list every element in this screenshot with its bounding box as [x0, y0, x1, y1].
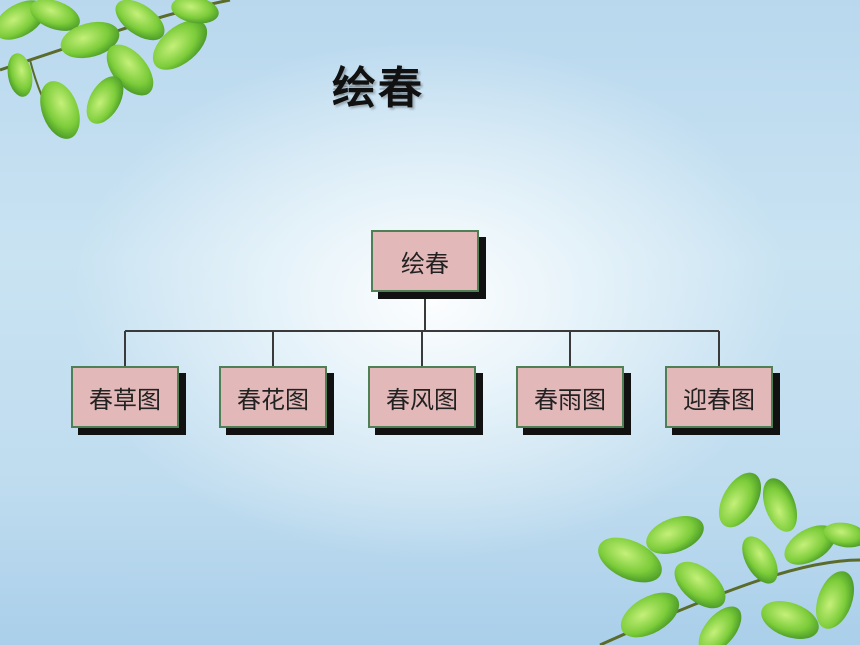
diagram-child-node-1: 春草图 — [71, 366, 179, 428]
diagram-child-node-4: 春雨图 — [516, 366, 624, 428]
diagram-child-node-3: 春风图 — [368, 366, 476, 428]
diagram-root-node: 绘春 — [371, 230, 479, 292]
slide-title: 绘春 — [332, 63, 424, 114]
diagram-child-node-2: 春花图 — [219, 366, 327, 428]
diagram-child-node-5: 迎春图 — [665, 366, 773, 428]
